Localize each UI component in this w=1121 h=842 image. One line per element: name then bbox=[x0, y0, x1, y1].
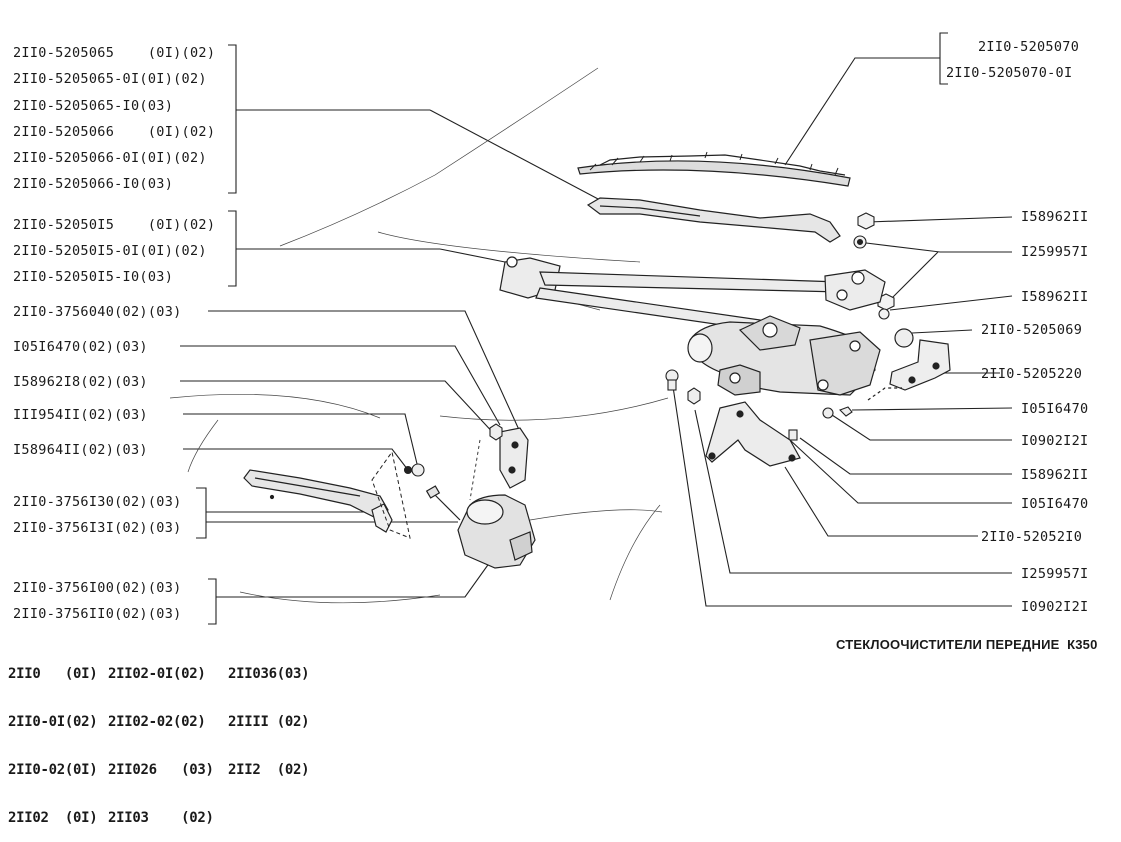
label-2110-5205069: 2II0-5205069 bbox=[981, 322, 1083, 338]
footer-model: 2II026 (03) bbox=[108, 762, 214, 778]
footer-model: 2II02 (0I) bbox=[8, 810, 98, 826]
label-2110-3756110: 2II0-3756II0(02)(03) bbox=[13, 606, 182, 622]
label-2110-3756100: 2II0-3756I00(02)(03) bbox=[13, 580, 182, 596]
label-wiper-arm-2110-5205065-01: 2II0-5205065-0I(0I)(02) bbox=[13, 71, 207, 87]
label-blade-2110-5205070: 2II0-5205070 bbox=[978, 39, 1080, 55]
label-10516470-b: I05I6470 bbox=[1021, 496, 1089, 512]
footer-models-col2: 2II02-0I(02) 2II02-02(02) 2II026 (03) 2I… bbox=[108, 634, 214, 842]
label-2110-3756040: 2II0-3756040(02)(03) bbox=[13, 304, 182, 320]
parts-diagram bbox=[169, 32, 1013, 625]
label-15896411: I58964II(02)(03) bbox=[13, 442, 148, 458]
label-11195411: III954II(02)(03) bbox=[13, 407, 148, 423]
label-15896211-b: I58962II bbox=[1021, 289, 1089, 305]
footer-model: 2II2 (02) bbox=[228, 762, 310, 778]
label-2110-3756131: 2II0-3756I3I(02)(03) bbox=[13, 520, 182, 536]
label-10902121-a: I0902I2I bbox=[1021, 433, 1089, 449]
label-link-2110-5205015-01: 2II0-52050I5-0I(0I)(02) bbox=[13, 243, 207, 259]
footer-models-col1: 2II0 (0I) 2II0-0I(02) 2II0-02(0I) 2II02 … bbox=[8, 634, 98, 842]
label-blade-2110-5205070-01: 2II0-5205070-0I bbox=[946, 65, 1073, 81]
label-10902121-b: I0902I2I bbox=[1021, 599, 1089, 615]
footer-model: 2II0-0I(02) bbox=[8, 714, 98, 730]
footer-model: 2II0 (0I) bbox=[8, 666, 98, 682]
footer-model: 2II0-02(0I) bbox=[8, 762, 98, 778]
footer-model: 2II036(03) bbox=[228, 666, 310, 682]
diagram-title: СТЕКЛООЧИСТИТЕЛИ ПЕРЕДНИЕ К350 bbox=[836, 637, 1098, 652]
label-2110-5205210: 2II0-52052I0 bbox=[981, 529, 1083, 545]
label-link-2110-5205015: 2II0-52050I5 (0I)(02) bbox=[13, 217, 216, 233]
label-15896211-a: I58962II bbox=[1021, 209, 1089, 225]
label-10516470-left: I05I6470(02)(03) bbox=[13, 339, 148, 355]
label-link-2110-5205015-10: 2II0-52050I5-I0(03) bbox=[13, 269, 174, 285]
label-15896218: I58962I8(02)(03) bbox=[13, 374, 148, 390]
footer-model: 2IIII (02) bbox=[228, 714, 310, 730]
label-2110-5205220: 2II0-5205220 bbox=[981, 366, 1083, 382]
label-10516470-a: I05I6470 bbox=[1021, 401, 1089, 417]
footer-models-col3: 2II036(03) 2IIII (02) 2II2 (02) bbox=[228, 634, 310, 794]
label-wiper-arm-2110-5205065: 2II0-5205065 (0I)(02) bbox=[13, 45, 216, 61]
label-2110-3756130: 2II0-3756I30(02)(03) bbox=[13, 494, 182, 510]
label-wiper-arm-2110-5205065-10: 2II0-5205065-I0(03) bbox=[13, 98, 174, 114]
label-12599571-b: I259957I bbox=[1021, 566, 1089, 582]
label-wiper-arm-2110-5205066-01: 2II0-5205066-0I(0I)(02) bbox=[13, 150, 207, 166]
label-wiper-arm-2110-5205066: 2II0-5205066 (0I)(02) bbox=[13, 124, 216, 140]
footer-model: 2II02-02(02) bbox=[108, 714, 206, 730]
label-12599571-a: I259957I bbox=[1021, 244, 1089, 260]
label-wiper-arm-2110-5205066-10: 2II0-5205066-I0(03) bbox=[13, 176, 174, 192]
footer-model: 2II03 (02) bbox=[108, 810, 214, 826]
label-15896211-c: I58962II bbox=[1021, 467, 1089, 483]
footer-model: 2II02-0I(02) bbox=[108, 666, 206, 682]
